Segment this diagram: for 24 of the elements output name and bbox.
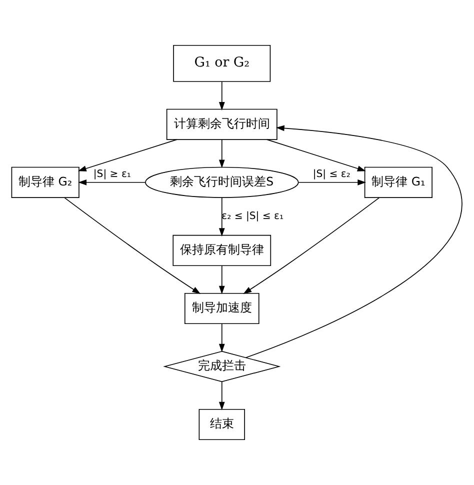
arrow [78, 179, 146, 186]
arrow [218, 381, 225, 410]
arrow [245, 125, 462, 358]
node-box: 计算剩余飞行时间 [166, 108, 278, 140]
node-box: 制导加速度 [184, 292, 260, 324]
arrow [218, 265, 225, 294]
arrow [218, 197, 225, 237]
node-box: 结束 [198, 408, 245, 440]
node-box: 制导律 G₂ [11, 166, 80, 198]
arrow [218, 323, 225, 352]
arrow [218, 81, 225, 110]
arrow [298, 179, 366, 186]
arrow [266, 139, 366, 172]
node-box: 制导律 G₁ [364, 166, 432, 198]
edge-label: |S| ≥ ε₁ [93, 169, 131, 180]
node-diamond: 完成拦击 [163, 350, 281, 382]
node-ellipse: 剩余飞行时间误差S [144, 166, 299, 198]
arrow [64, 197, 201, 294]
arrow [78, 139, 178, 172]
arrow [218, 139, 225, 168]
edge-label: |S| ≤ ε₂ [312, 169, 350, 180]
node-box: G₁ or G₂ [173, 44, 271, 82]
arrow [243, 197, 380, 294]
node-box: 保持原有制导律 [172, 234, 272, 266]
